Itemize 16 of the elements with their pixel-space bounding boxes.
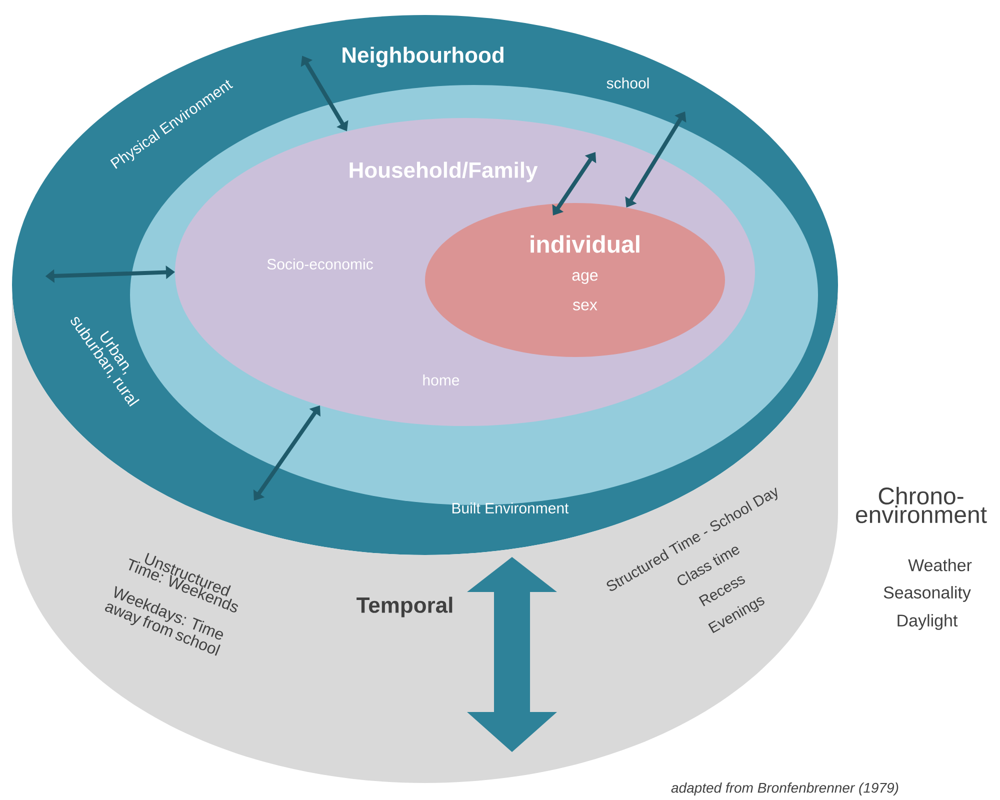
region-note: home [423, 374, 460, 386]
region-title: Temporal [356, 596, 452, 618]
region-title: Household/Family [350, 162, 538, 182]
region-note: Socio-economic [267, 258, 373, 270]
region-note: Built Environment [452, 502, 569, 514]
ellipse-region [425, 203, 725, 357]
region-note: age [572, 272, 598, 284]
region-title: individual [530, 235, 640, 253]
region-title: Neighbourhood [342, 46, 504, 68]
side-note: Weather [908, 558, 972, 572]
caption: adapted from Bronfenbrenner (1979) [671, 782, 898, 796]
side-note: Daylight [898, 614, 958, 630]
arrow [552, 152, 596, 216]
side-note: Seasonality [884, 586, 971, 602]
region-note: school [606, 78, 649, 88]
region-note: sex [573, 302, 598, 310]
